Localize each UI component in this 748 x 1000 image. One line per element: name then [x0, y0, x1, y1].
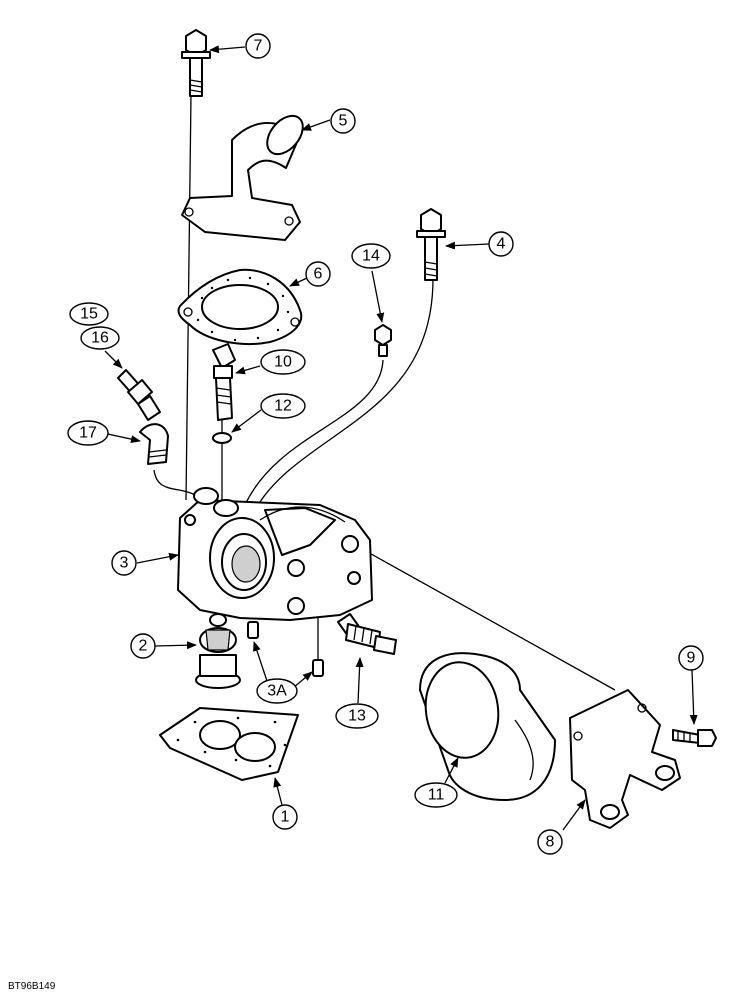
callout-5[interactable]: 5: [330, 108, 356, 134]
svg-text:4: 4: [497, 236, 506, 253]
svg-text:6: 6: [314, 266, 323, 283]
thermostat-housing-part-3: [177, 487, 373, 621]
svg-text:3: 3: [120, 555, 129, 572]
svg-text:12: 12: [274, 398, 292, 415]
svg-text:11: 11: [428, 787, 445, 804]
svg-text:15: 15: [80, 306, 98, 323]
svg-text:16: 16: [91, 330, 109, 347]
svg-text:5: 5: [339, 113, 348, 130]
svg-text:14: 14: [362, 248, 380, 265]
gasket-part-6: [177, 268, 303, 345]
fitting-part-15-16: [117, 369, 161, 421]
callout-12[interactable]: 12: [260, 393, 306, 419]
dowel-pins-part-3a: [247, 621, 324, 677]
callout-16[interactable]: 16: [80, 326, 120, 350]
callout-13[interactable]: 13: [335, 703, 379, 729]
svg-text:17: 17: [79, 425, 97, 442]
thermostat-part-2: [195, 613, 241, 689]
callout-7[interactable]: 7: [245, 33, 271, 59]
callout-1[interactable]: 1: [272, 804, 298, 830]
leader-lines: [102, 45, 698, 831]
svg-text:8: 8: [546, 834, 555, 851]
svg-text:2: 2: [139, 638, 148, 655]
hose-elbow-part-17: [139, 423, 169, 465]
svg-text:13: 13: [348, 708, 366, 725]
callout-14[interactable]: 14: [351, 243, 391, 269]
cap-screw-part-9: [672, 729, 717, 747]
gasket-part-1: [159, 707, 299, 781]
callout-11[interactable]: 11: [414, 782, 458, 808]
callout-17[interactable]: 17: [67, 420, 109, 446]
bolt-part-4: [416, 208, 446, 281]
svg-text:3A: 3A: [267, 683, 287, 700]
svg-text:7: 7: [254, 38, 263, 55]
callout-8[interactable]: 8: [537, 829, 563, 855]
sender-part-10: [212, 343, 236, 421]
screw-part-14: [374, 324, 392, 357]
bolt-part-7: [181, 29, 211, 97]
drawing-reference: BT96B149: [8, 981, 56, 992]
callout-6[interactable]: 6: [305, 261, 331, 287]
fitting-part-13: [337, 613, 397, 655]
callout-10[interactable]: 10: [260, 349, 306, 375]
callout-3[interactable]: 3: [111, 550, 137, 576]
callout-2[interactable]: 2: [130, 633, 156, 659]
callout-3a[interactable]: 3A: [256, 678, 298, 704]
callout-4[interactable]: 4: [488, 231, 514, 257]
bracket-part-8: [569, 689, 681, 829]
o-ring-part-12: [212, 432, 232, 444]
svg-text:9: 9: [687, 650, 696, 667]
svg-text:10: 10: [274, 354, 292, 371]
water-outlet-part-5: [181, 114, 304, 241]
callout-9[interactable]: 9: [678, 645, 704, 671]
oil-filter-part-11: [419, 652, 556, 801]
callout-15[interactable]: 15: [69, 302, 109, 326]
svg-text:1: 1: [281, 809, 290, 826]
